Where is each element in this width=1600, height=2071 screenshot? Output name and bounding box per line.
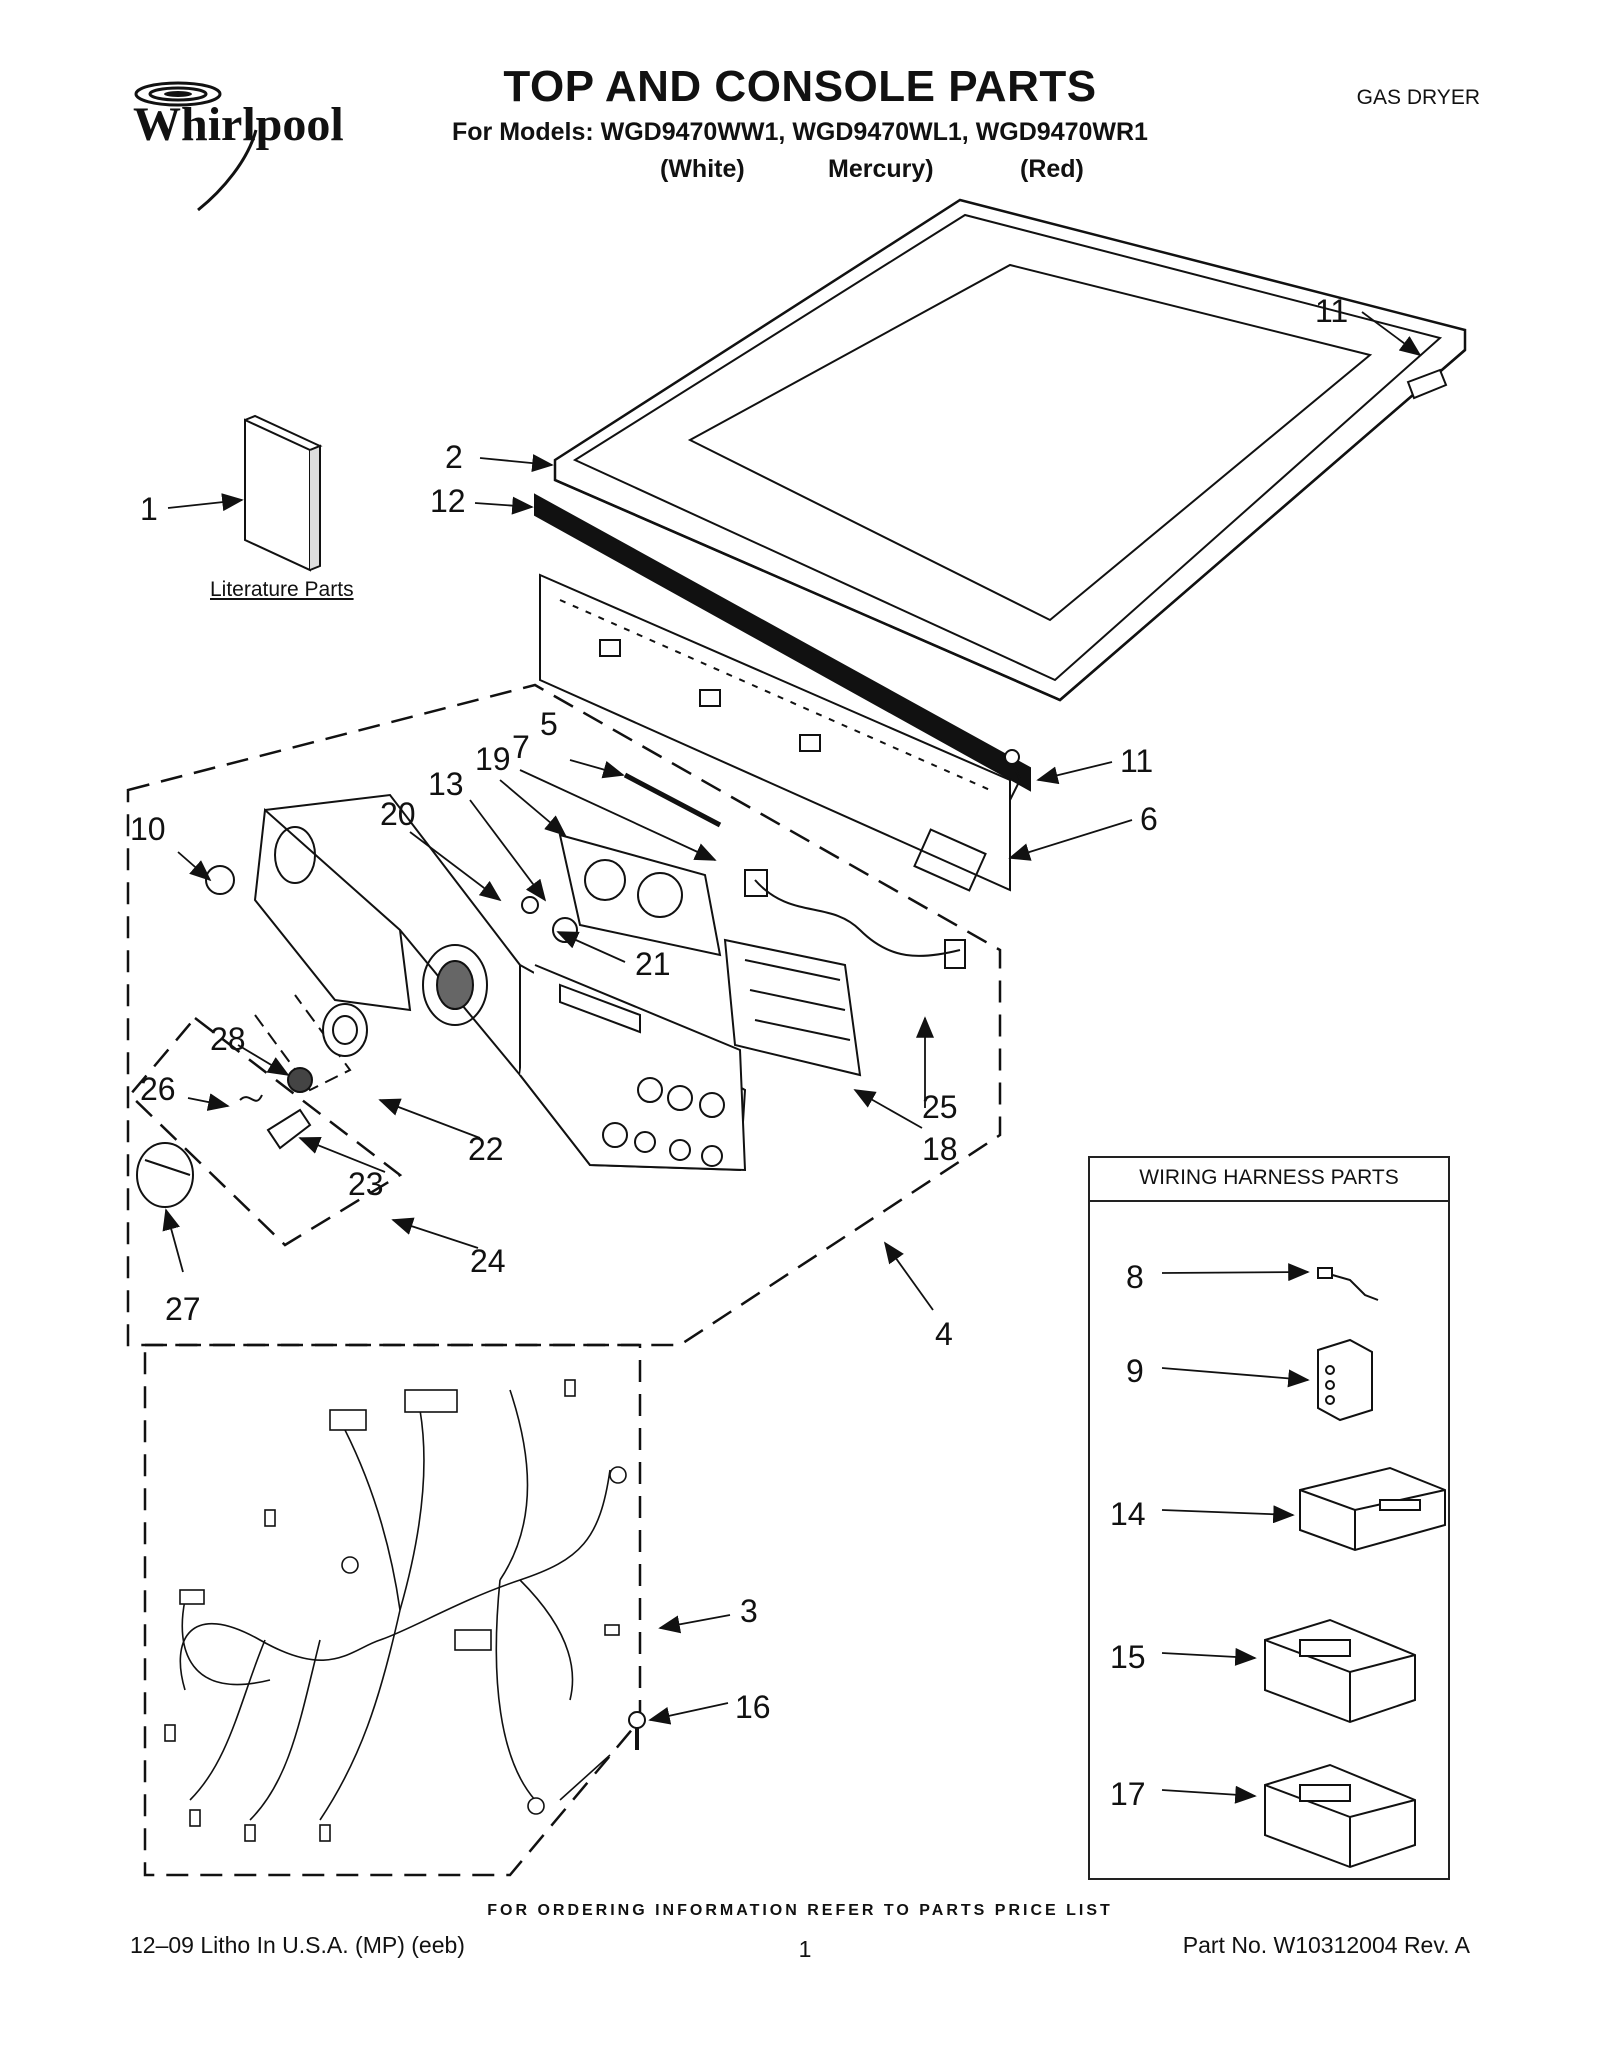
screw-parts (1004, 368, 1448, 801)
user-interface-board-part (723, 938, 862, 1077)
wiring-harness-parts-box (1088, 1156, 1450, 1880)
litho-info: 12–09 Litho In U.S.A. (MP) (eeb) (130, 1932, 465, 1958)
connector-17-part (1264, 1763, 1416, 1869)
callout-11-right: 11 (1120, 743, 1153, 779)
dryer-top-panel-part (553, 198, 1467, 702)
callout-6: 6 (1140, 801, 1158, 837)
callout-18: 18 (922, 1131, 958, 1167)
variant-red: (Red) (1020, 155, 1084, 183)
callout-9: 9 (1126, 1353, 1144, 1389)
callout-22: 22 (468, 1131, 504, 1167)
part-number: Part No. W10312004 Rev. A (1182, 1932, 1470, 1958)
callout-4: 4 (935, 1316, 953, 1352)
page-number: 1 (798, 1936, 812, 1962)
variant-white: (White) (660, 155, 745, 183)
callout-2: 2 (445, 439, 463, 475)
callout-14: 14 (1110, 1496, 1146, 1532)
callout-26: 26 (140, 1071, 176, 1107)
callout-3: 3 (740, 1593, 758, 1629)
callout-12: 12 (430, 483, 466, 519)
callout-7: 7 (512, 729, 530, 765)
page-title: TOP AND CONSOLE PARTS (503, 62, 1097, 111)
whirlpool-logo: Whirlpool (133, 81, 344, 212)
console-housing-part (253, 793, 747, 1172)
main-wire-harness-part (164, 1379, 627, 1842)
main-harness-boundary (143, 1343, 642, 1877)
callout-23: 23 (348, 1166, 384, 1202)
connector-housing-part (1317, 1338, 1373, 1422)
connector-block-part (1299, 1466, 1446, 1552)
electronic-control-part (558, 833, 722, 957)
callout-16: 16 (735, 1689, 771, 1725)
callout-15: 15 (1110, 1639, 1146, 1675)
console-rear-panel-part (539, 573, 1011, 892)
callout-13: 13 (428, 766, 464, 802)
console-wire-harness-part (744, 869, 966, 969)
ground-screw-part (628, 1711, 646, 1750)
wiring-harness-parts-header: WIRING HARNESS PARTS (1088, 1156, 1450, 1202)
knob-assembly-parts (128, 865, 578, 1247)
callout-17: 17 (1110, 1776, 1146, 1812)
ordering-note: FOR ORDERING INFORMATION REFER TO PARTS … (487, 1902, 1113, 1919)
literature-book-part (244, 414, 323, 572)
callout-8: 8 (1126, 1259, 1144, 1295)
connector-15-part (1264, 1618, 1416, 1724)
top-seal-strip-part (534, 493, 1031, 792)
callout-24: 24 (470, 1243, 506, 1279)
product-type: GAS DRYER (1356, 86, 1480, 109)
callout-21: 21 (635, 946, 671, 982)
variant-mercury: Mercury) (828, 155, 934, 183)
callout-5: 5 (540, 706, 558, 742)
callout-leaders (162, 311, 1422, 1804)
cable-tie-part (623, 772, 722, 828)
svg-text:Whirlpool: Whirlpool (133, 98, 344, 151)
terminal-part (1317, 1267, 1379, 1301)
callout-25: 25 (922, 1089, 958, 1125)
callout-19: 19 (475, 741, 511, 777)
model-list: For Models: WGD9470WW1, WGD9470WL1, WGD9… (452, 118, 1148, 146)
console-assembly-boundary (126, 683, 1002, 1347)
callout-27: 27 (165, 1291, 201, 1327)
callout-20: 20 (380, 796, 416, 832)
callout-1: 1 (140, 491, 158, 527)
callout-28: 28 (210, 1021, 246, 1057)
literature-parts-label: Literature Parts (210, 578, 354, 601)
callout-10: 10 (130, 811, 166, 847)
callout-11-top: 11 (1315, 293, 1348, 329)
